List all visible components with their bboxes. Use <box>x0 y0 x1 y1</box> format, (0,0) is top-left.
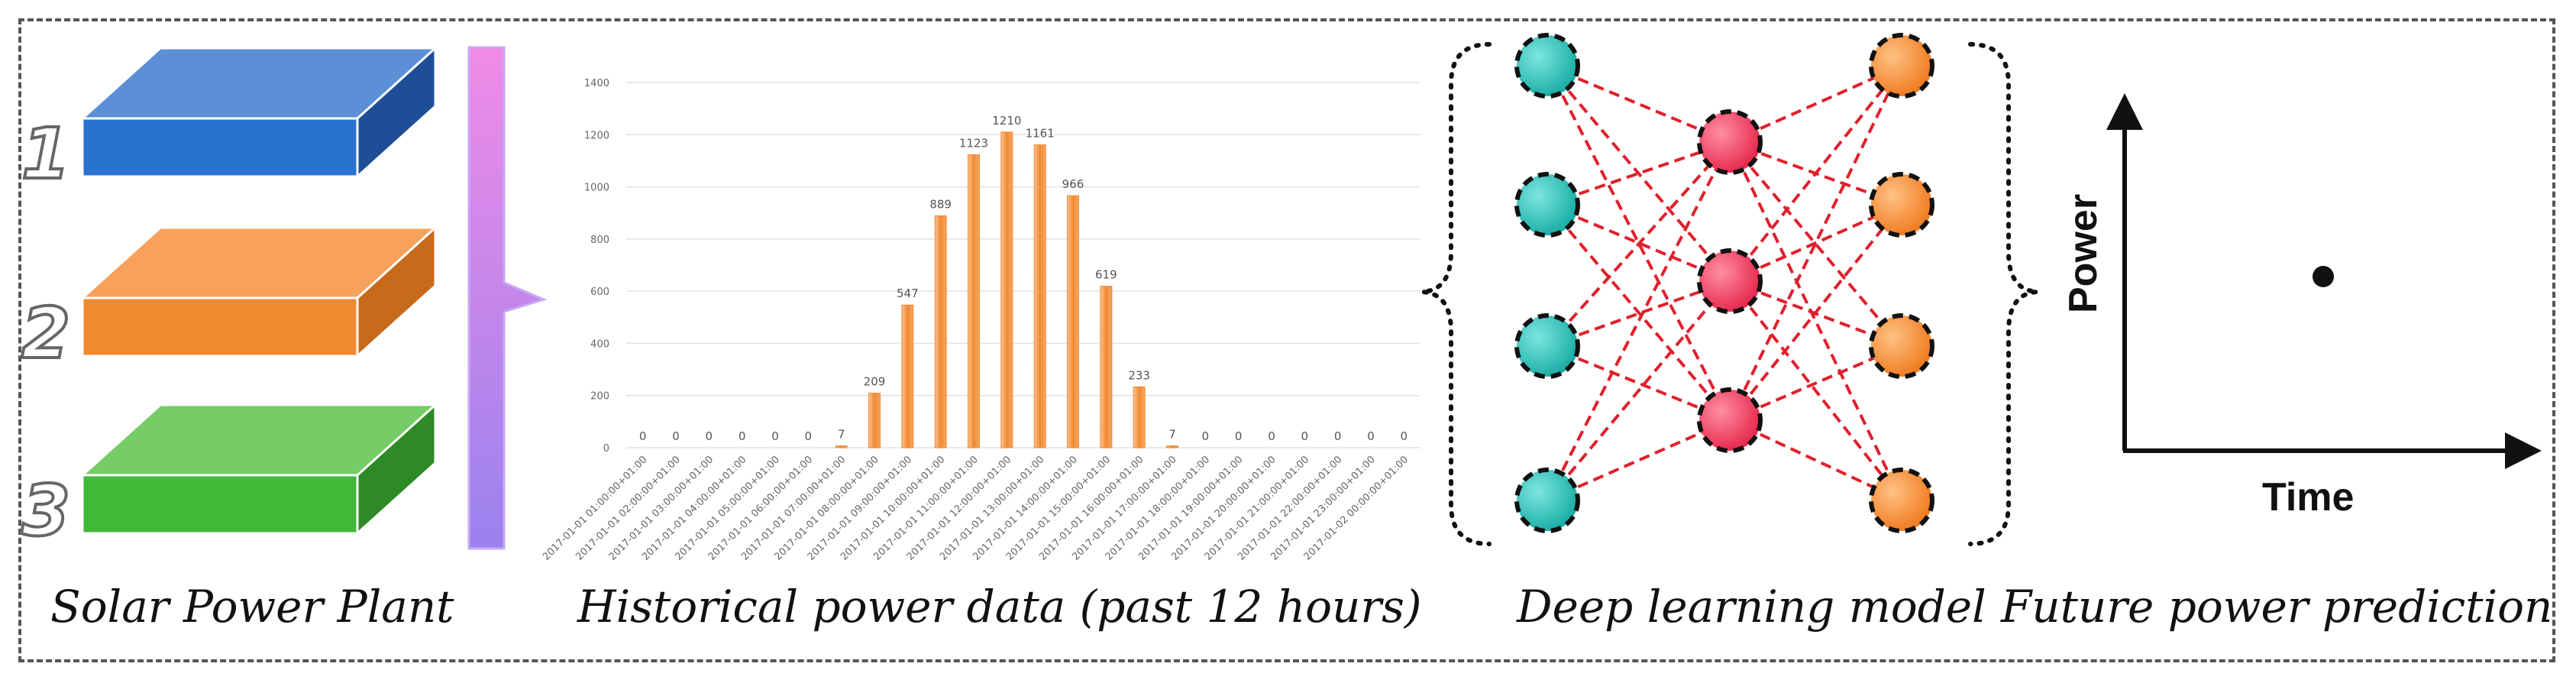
data-label: 0 <box>805 429 813 443</box>
data-label: 0 <box>1301 429 1309 443</box>
aggregation-pointer <box>467 46 548 550</box>
data-label: 547 <box>897 286 919 300</box>
bar <box>1166 445 1178 448</box>
caption-solar-power-plant: Solar Power Plant <box>50 581 454 633</box>
output-node <box>1869 33 1934 99</box>
data-label: 0 <box>1202 429 1210 443</box>
y-tick-label: 800 <box>590 235 609 246</box>
network-edge <box>1728 280 1903 502</box>
data-label: 889 <box>929 197 952 211</box>
data-label: 0 <box>739 429 746 443</box>
network-edge <box>1546 280 1731 502</box>
left-brace <box>1421 42 1492 546</box>
bar <box>1100 286 1113 448</box>
bar <box>1000 131 1013 448</box>
bar <box>934 215 947 448</box>
y-tick-label: 400 <box>590 338 609 350</box>
hidden-node <box>1697 248 1763 314</box>
plant-block-1: 1 <box>20 45 438 196</box>
output-node <box>1869 313 1934 379</box>
network-edge <box>1729 345 1902 422</box>
plant-front-face <box>81 117 359 178</box>
solar-power-plants: 1 2 3 <box>20 45 438 553</box>
bar <box>1033 144 1046 448</box>
data-label: 1123 <box>959 137 988 151</box>
hidden-node <box>1697 109 1763 175</box>
data-label: 0 <box>1401 429 1408 443</box>
input-node <box>1514 468 1580 533</box>
data-label: 0 <box>672 429 680 443</box>
network-edge <box>1546 64 1731 283</box>
bar <box>901 304 914 448</box>
deep-learning-model <box>1421 33 2038 546</box>
caption-historical-power-data: Historical power data (past 12 hours) <box>577 581 1422 633</box>
output-node <box>1869 172 1934 238</box>
prediction-point <box>2313 266 2334 287</box>
figure-frame <box>18 18 2555 662</box>
plant-number: 3 <box>21 470 70 552</box>
data-label: 0 <box>1268 429 1275 443</box>
y-tick-label: 600 <box>590 286 609 298</box>
network-edge <box>1728 65 1903 421</box>
bar <box>968 154 980 448</box>
data-label: 7 <box>838 428 845 442</box>
plant-front-face <box>81 296 359 358</box>
data-label: 0 <box>1334 429 1342 443</box>
bar <box>1067 195 1079 448</box>
plant-number: 2 <box>21 293 70 374</box>
data-label: 209 <box>864 375 886 389</box>
network-edge <box>1729 203 1902 283</box>
data-label: 0 <box>771 429 779 443</box>
network-edge <box>1728 203 1903 422</box>
data-label: 7 <box>1168 428 1176 442</box>
network-edge <box>1546 203 1731 422</box>
right-brace <box>1968 42 2038 546</box>
prediction-plot: Power Time <box>2061 93 2542 520</box>
y-tick-label: 1400 <box>584 78 609 89</box>
plant-front-face <box>81 474 359 535</box>
data-label: 0 <box>1235 429 1243 443</box>
network-edge <box>1546 141 1731 348</box>
data-label: 1210 <box>992 114 1021 128</box>
plant-block-2: 2 <box>20 225 438 376</box>
data-label: 233 <box>1128 368 1150 382</box>
plant-number: 1 <box>21 113 70 195</box>
network-edge <box>1728 64 1903 283</box>
data-label: 1161 <box>1026 127 1055 141</box>
prediction-ylabel: Power <box>2061 194 2106 313</box>
caption-future-power-prediction: Future power prediction <box>2001 581 2553 633</box>
input-node <box>1514 313 1580 379</box>
y-tick-label: 0 <box>603 443 609 455</box>
data-label: 0 <box>706 429 713 443</box>
input-node <box>1514 33 1580 99</box>
hidden-node <box>1697 387 1763 453</box>
y-tick-label: 200 <box>590 391 609 403</box>
network-nodes <box>1514 33 1934 533</box>
prediction-xlabel: Time <box>2262 475 2354 520</box>
aggregation-bar <box>467 46 548 550</box>
input-node <box>1514 172 1580 238</box>
data-label: 0 <box>1367 429 1375 443</box>
data-label: 0 <box>639 429 647 443</box>
bar <box>835 445 848 448</box>
bar <box>868 393 881 448</box>
y-tick-label: 1200 <box>584 130 609 141</box>
y-tick-label: 1000 <box>584 183 609 194</box>
bar <box>1133 386 1146 448</box>
data-label: 966 <box>1062 177 1084 191</box>
network-edge <box>1729 64 1902 144</box>
data-label: 619 <box>1095 268 1117 282</box>
output-node <box>1869 468 1934 533</box>
network-edge <box>1728 141 1903 348</box>
plant-block-3: 3 <box>20 402 438 553</box>
caption-deep-learning-model: Deep learning model <box>1517 581 1986 633</box>
